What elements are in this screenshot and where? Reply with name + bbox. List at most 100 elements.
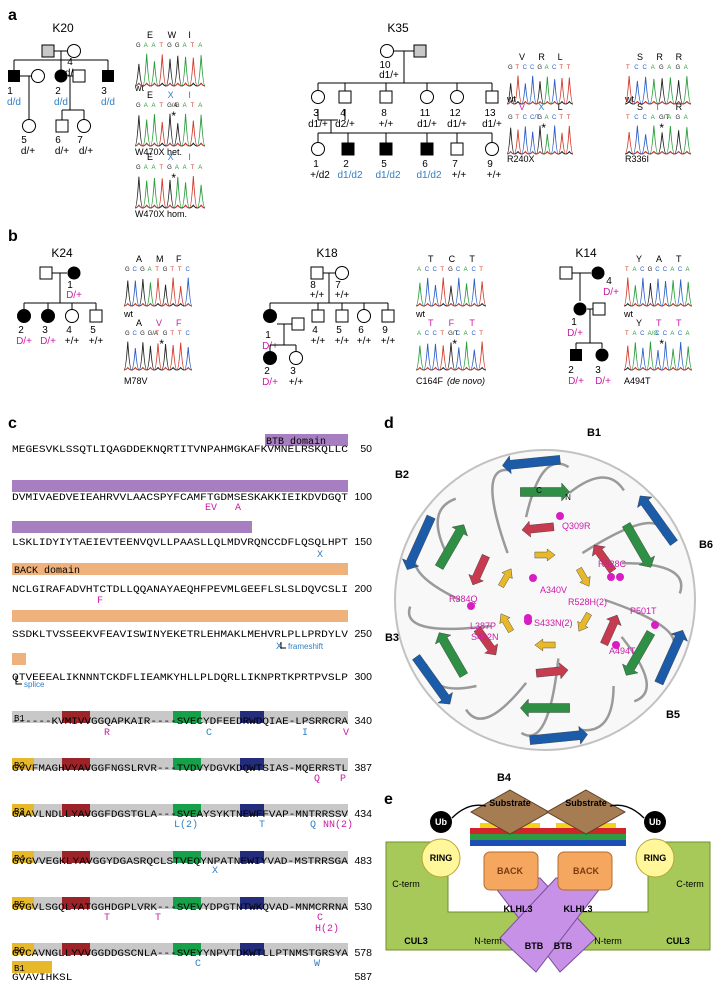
mutation-marker: I [302, 728, 308, 739]
base-call: A [198, 165, 202, 171]
k35-id: 5 [381, 159, 387, 170]
k24-father [39, 266, 53, 280]
kelch-stripes [470, 823, 626, 846]
k35-member [379, 142, 393, 156]
mutation-marker: W [314, 959, 320, 970]
beta-strand [534, 638, 556, 652]
base-call: C [678, 267, 683, 273]
sequence-line: GVGVLSGQLYATGGHDGPLVRK---SVEVYDPGTNTWKQV… [12, 902, 349, 914]
sequence-number: 387 [354, 762, 372, 774]
k14-trace-mut-label: A494T [624, 376, 651, 386]
k18-geno: +/+ [381, 336, 396, 347]
beta-strand [600, 614, 622, 647]
base-call: A [152, 165, 156, 171]
base-call: T [170, 331, 174, 337]
mutation-star: * [171, 109, 176, 123]
k35-pedigree: K35 10 d1/+ 3d1/+4d2/+8+/+11d1/+12d1/+13… [308, 21, 502, 181]
k35-id: 8 [381, 108, 387, 119]
k18-grandchild [289, 351, 303, 365]
k20-spouse1 [31, 69, 45, 83]
k14-id-1: 1 [571, 317, 577, 328]
k20-founder-male [41, 44, 55, 58]
codon-letter: T [469, 318, 475, 328]
codon-letter: R [676, 102, 683, 112]
loop [620, 636, 648, 703]
k35-geno: +/+ [487, 170, 502, 181]
chromatogram-peak [506, 125, 574, 155]
blade-bar-6: B6 [12, 943, 348, 956]
k14-child [573, 302, 587, 316]
codon-letter: F [176, 254, 182, 264]
k18-geno-8: +/+ [310, 290, 325, 301]
base-call: T [440, 331, 444, 337]
codon-letter: E [147, 152, 153, 162]
blade-bar-label: B5 [14, 900, 25, 910]
base-call: G [136, 103, 141, 109]
base-call: T [159, 103, 163, 109]
codon-letter: V [519, 102, 525, 112]
beta-strand [498, 568, 513, 589]
blade-bar-3: B3 [12, 804, 348, 817]
mutation-label: S432N [471, 632, 499, 642]
base-call: T [155, 331, 159, 337]
codon-letter: I [188, 152, 191, 162]
ub-left [430, 811, 452, 833]
k24-pedigree: K24 1 D/+ 2D/+3D/+4+/+5+/+ [16, 246, 103, 347]
beta-strand [520, 482, 570, 502]
k24-child [41, 309, 55, 323]
splice-label: splice [24, 680, 45, 689]
k24-children: 2D/+3D/+4+/+5+/+ [16, 303, 103, 347]
blade-bar-5: B5 [12, 897, 348, 910]
base-call: T [559, 65, 563, 71]
base-call: A [144, 103, 148, 109]
base-call: C [433, 331, 438, 337]
base-call: G [163, 267, 168, 273]
blade-bar-label: B1 [14, 964, 25, 974]
mutation-marker: Q [310, 820, 316, 831]
base-call: G/A [167, 103, 177, 109]
k14-spouse [592, 302, 606, 316]
k24-family-label: K24 [51, 246, 73, 260]
loop [568, 476, 625, 494]
base-call: C [425, 267, 430, 273]
mutation-marker: T [259, 820, 265, 831]
codon-letter: T [428, 254, 434, 264]
base-call: G [676, 65, 681, 71]
loop [491, 468, 509, 554]
base-call: T [440, 267, 444, 273]
ring-right-label: RING [644, 853, 667, 863]
blade-label-b3: B3 [385, 632, 399, 644]
base-call: C [640, 267, 645, 273]
k18-spouse [291, 317, 305, 331]
blade-label-b5: B5 [666, 709, 680, 721]
sequence-number: 300 [354, 671, 372, 683]
loop [581, 685, 615, 732]
mutation-label: Q309R [562, 521, 591, 531]
k35-geno: d1/d2 [416, 170, 441, 181]
k18-id: 9 [382, 325, 388, 336]
k20-ind1 [8, 70, 20, 82]
btb-domain-label: BTB domain [266, 436, 326, 448]
codon-letter: I [656, 102, 659, 112]
k35-traceB-mut-label: R336I [625, 154, 649, 164]
k24-trace-wt-label: wt [123, 309, 133, 319]
back-bar-3 [12, 653, 26, 665]
mutation-marker: V [343, 728, 349, 739]
base-call: G [136, 165, 141, 171]
blade-bar-2: B2 [12, 758, 348, 771]
k18-father [310, 266, 324, 280]
k14-trace-wt-label: wt [623, 309, 633, 319]
base-call: G [648, 267, 653, 273]
base-call: C [425, 331, 430, 337]
mutation-star: * [659, 121, 664, 135]
base-call: G [140, 267, 145, 273]
base-call: G/T [659, 115, 669, 121]
propeller-structure: B1 B2 B3 B4 B5 B6 C N Q309RA340VR528CR52… [385, 427, 713, 784]
mutation-site [529, 574, 537, 582]
loop [524, 462, 570, 518]
base-call: A [633, 331, 637, 337]
base-call: A [545, 65, 549, 71]
base-call: C [655, 331, 660, 337]
k18-geno: +/+ [335, 336, 350, 347]
